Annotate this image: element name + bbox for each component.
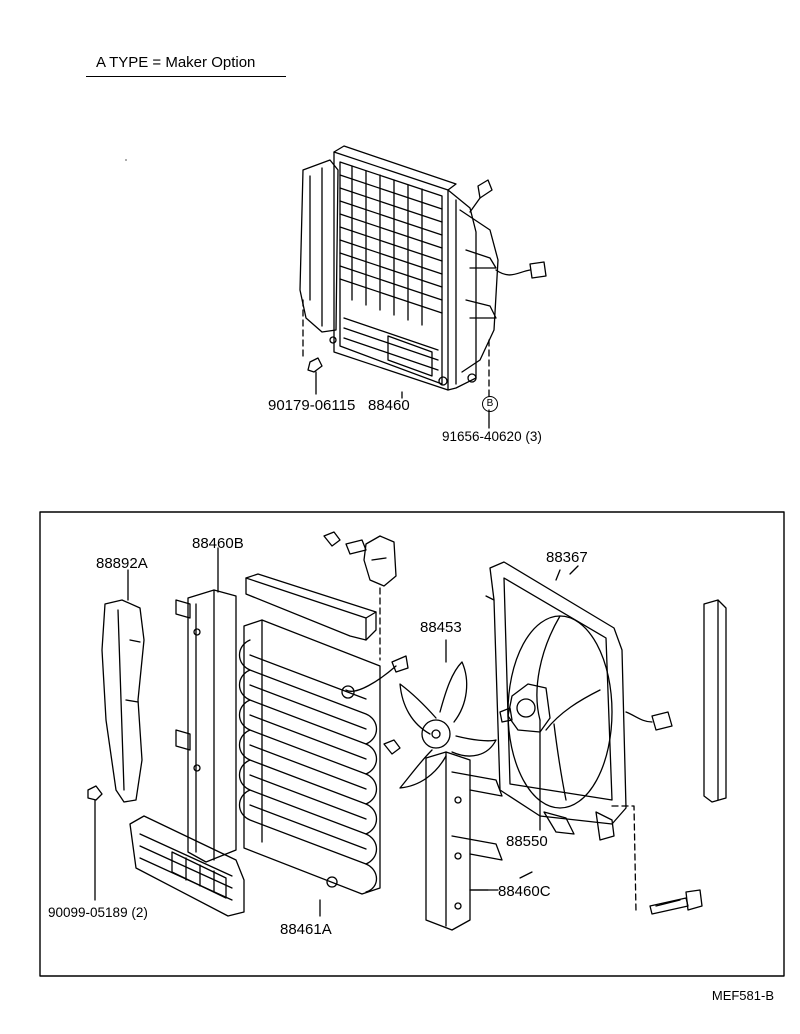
- left-seal-illustration: [101, 159, 145, 803]
- part-label-bolt: 91656-40620 (3): [442, 429, 542, 444]
- fan-shroud-illustration: [485, 561, 673, 841]
- part-label-support: 88460C: [498, 883, 551, 900]
- fan-illustration: [399, 639, 497, 789]
- shroud-leader: [569, 565, 579, 575]
- part-label-nut: 90179-06115: [268, 397, 356, 414]
- right-seal-illustration: [703, 599, 727, 803]
- condenser-assembly-illustration: [299, 145, 547, 391]
- part-label-seal-left: 88892A: [96, 555, 148, 572]
- bracket-illustration: [175, 547, 237, 863]
- nut-illustration: [302, 299, 323, 395]
- part-label-bracket: 88460B: [192, 535, 244, 552]
- lower-bolt-illustration: [611, 805, 703, 915]
- diagram-code: MEF581-B: [711, 988, 774, 1003]
- part-label-clip: 90099-05189 (2): [48, 905, 148, 920]
- exploded-view-frame: [39, 511, 785, 977]
- bolt-symbol-badge: B: [482, 396, 498, 412]
- page-title: A TYPE = Maker Option: [96, 54, 256, 71]
- foam-strip-illustration: [245, 573, 377, 641]
- part-label-condenser: 88461A: [280, 921, 332, 938]
- grille-plate-illustration: [129, 815, 245, 917]
- part-label-condenser-assy: 88460: [368, 397, 410, 414]
- part-label-motor: 88550: [506, 833, 548, 850]
- motor-leader: [519, 871, 533, 879]
- part-label-fan-shroud: 88367: [546, 549, 588, 566]
- condenser-core-illustration: [238, 619, 409, 917]
- clip-illustration: [87, 785, 103, 901]
- motor-illustration: [499, 683, 551, 831]
- support-illustration: [425, 751, 503, 931]
- title-underline: [86, 76, 286, 77]
- top-bracket-illustration: [323, 531, 401, 755]
- part-label-fan: 88453: [420, 619, 462, 636]
